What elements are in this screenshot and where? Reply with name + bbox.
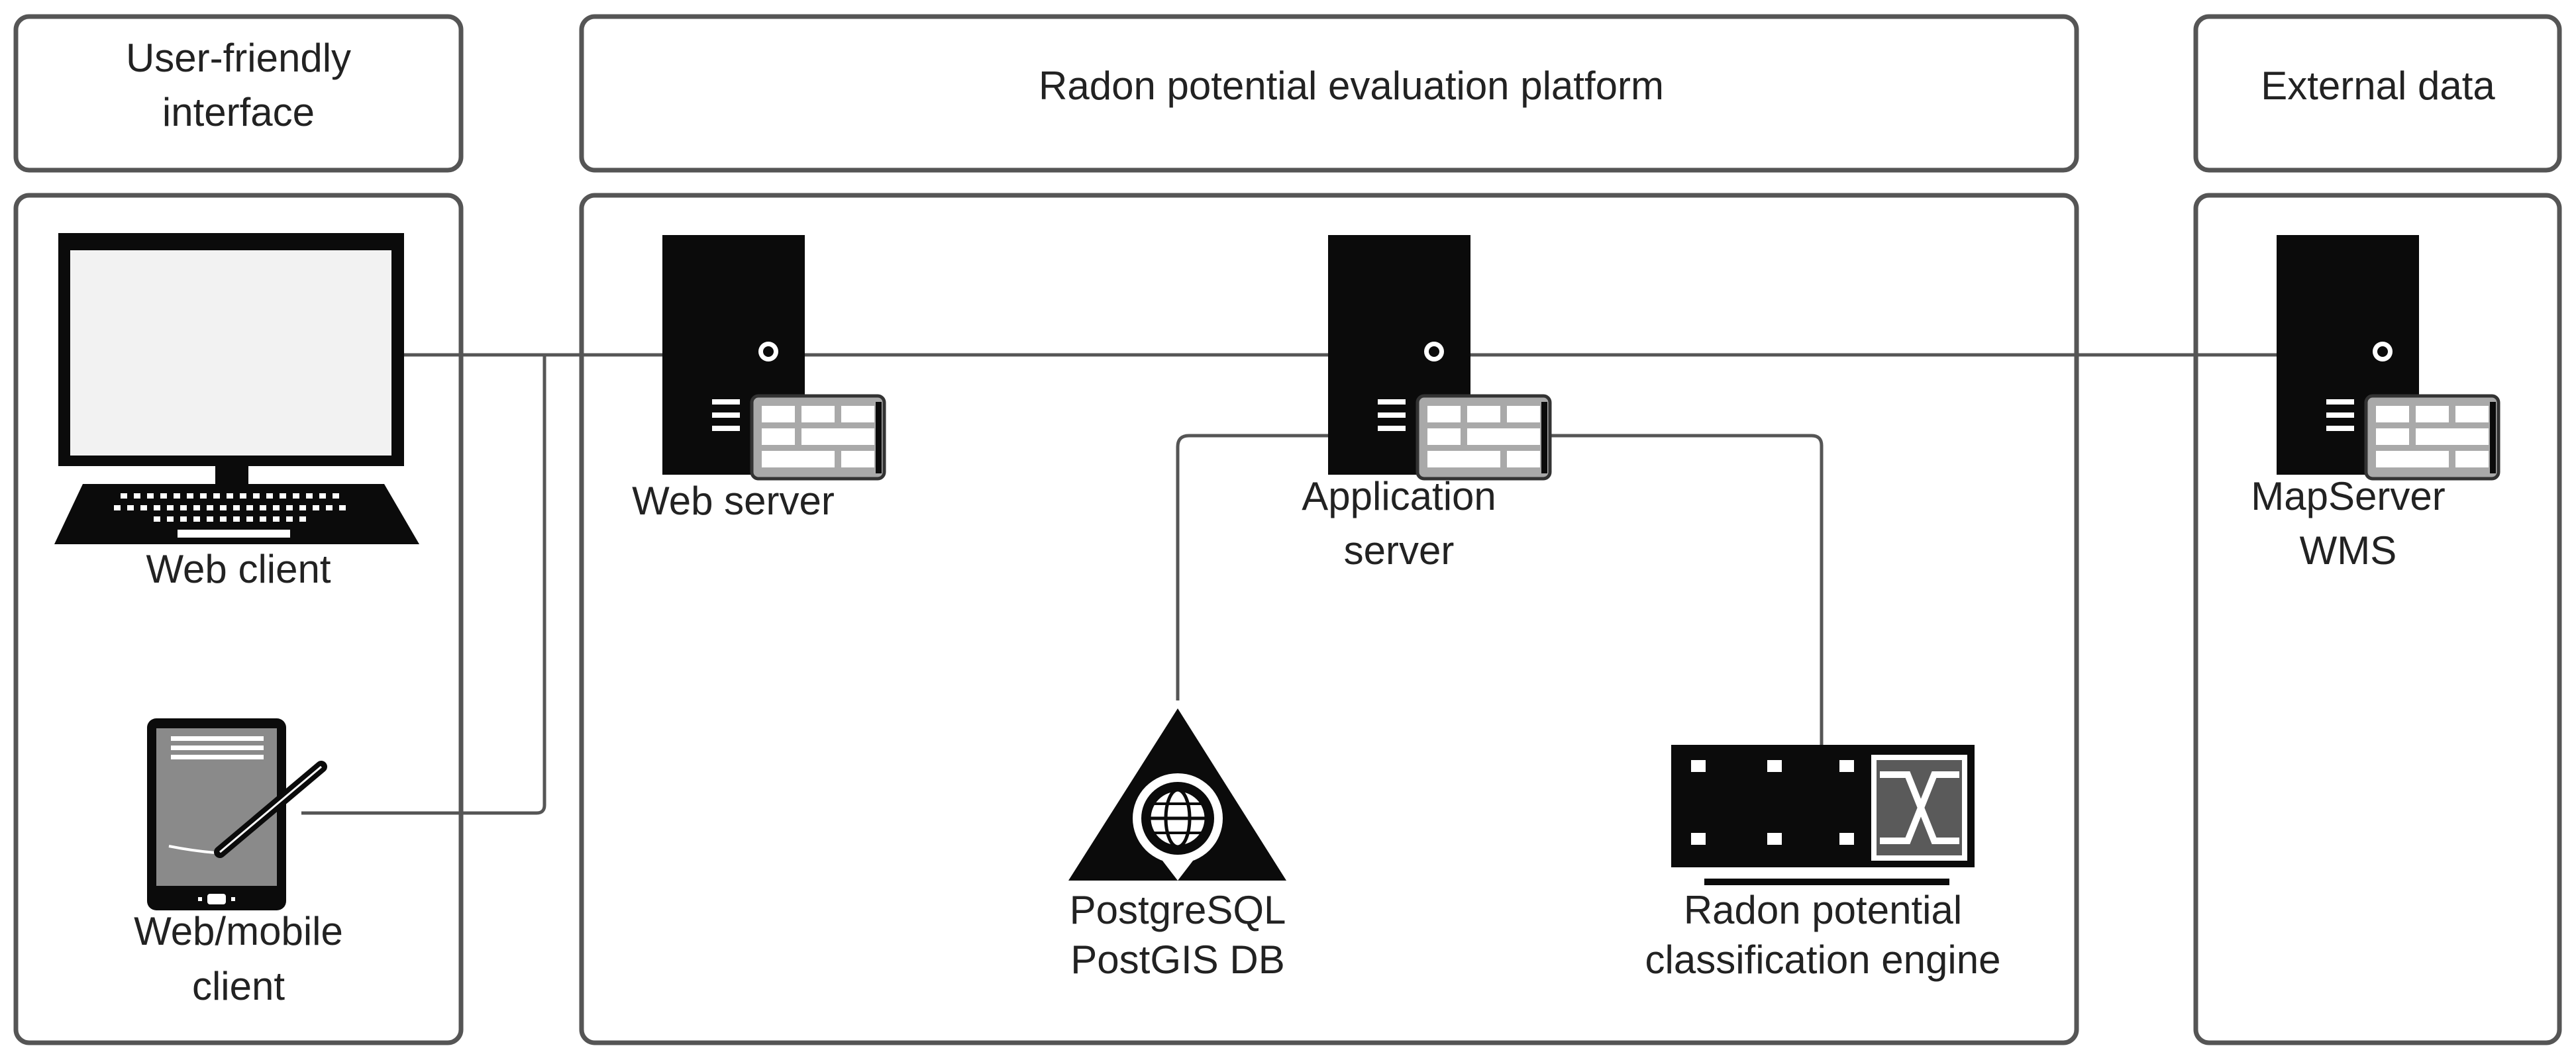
client-column-header-line2: interface (162, 90, 315, 134)
client-column-header-line1: User-friendly (126, 36, 351, 80)
web-server-label: Web server (632, 479, 835, 523)
map-server-label-line2: WMS (2300, 528, 2397, 573)
tablet-icon (147, 718, 327, 910)
link-app-server-engine (1549, 434, 1824, 745)
mobile-client-label-line1: Web/mobile (134, 909, 343, 953)
laptop-icon (54, 233, 419, 544)
engine-label-line1: Radon potential (1684, 888, 1962, 932)
platform-column-header: Radon potential evaluation platform (1039, 64, 1664, 108)
client-column-header-box (13, 14, 464, 173)
external-column-header: External data (2261, 64, 2495, 108)
db-label-line1: PostgreSQL (1070, 888, 1286, 932)
mobile-client-label-line2: client (192, 964, 285, 1008)
web-client-label: Web client (146, 547, 331, 591)
database-icon (1068, 708, 1286, 881)
app-server-label-line2: server (1344, 528, 1455, 573)
app-server-label-line1: Application (1302, 474, 1496, 518)
platform-column-header-box (579, 14, 2079, 173)
map-server-label-line1: MapServer (2251, 474, 2445, 518)
engine-icon (1671, 745, 1975, 885)
link-mobile-client (301, 355, 546, 815)
db-label-line2: PostGIS DB (1070, 938, 1284, 982)
engine-label-line2: classification engine (1645, 938, 2001, 982)
link-app-server-db (1176, 434, 1423, 700)
external-column-header-box (2193, 14, 2562, 173)
